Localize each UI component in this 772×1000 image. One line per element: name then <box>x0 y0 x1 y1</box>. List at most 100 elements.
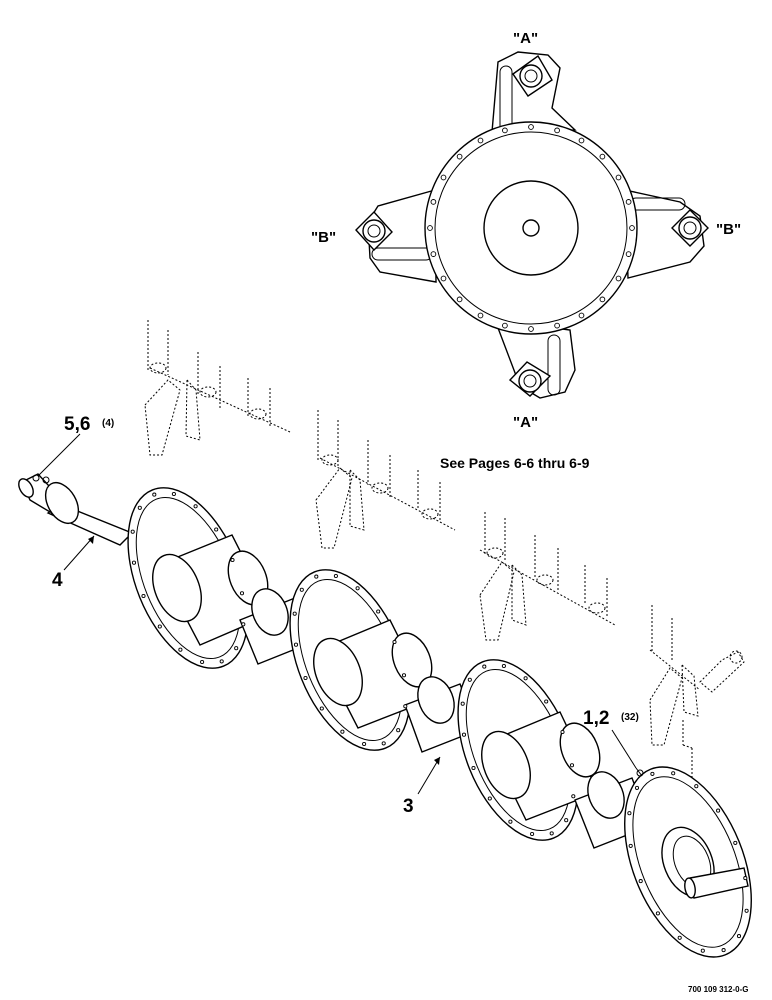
callout-5-6-qty: (4) <box>102 418 114 429</box>
view-label-b-left: "B" <box>311 229 336 246</box>
bolt-hole <box>427 225 433 231</box>
bolt-hole <box>214 527 219 532</box>
leader-4 <box>63 535 95 571</box>
bolt-hole <box>403 704 408 709</box>
bolt-hole <box>137 505 142 510</box>
bolt-hole <box>502 322 508 329</box>
bolt-hole <box>376 609 381 614</box>
bolt-hole <box>381 741 386 746</box>
bolt-hole <box>560 729 565 735</box>
bolt-hole <box>471 765 476 771</box>
bolt-hole <box>655 911 660 916</box>
view-label-a-bottom: "A" <box>513 414 538 431</box>
bolt-hole <box>599 153 606 160</box>
bolt-hole <box>362 741 367 747</box>
bolt-hole <box>694 784 699 789</box>
bolt-hole <box>508 819 513 824</box>
reel-tube-assembly <box>18 473 752 958</box>
bolt-hole <box>578 137 585 144</box>
bolt-hole <box>141 593 146 599</box>
bolt-hole <box>628 843 633 848</box>
bolt-hole <box>544 699 549 704</box>
bolt-hole <box>303 675 308 681</box>
bolt-hole <box>578 312 585 319</box>
tube-disc-bolt-holes <box>130 491 749 953</box>
bolt-hole <box>634 785 640 790</box>
bolt-hole <box>430 251 437 257</box>
bolt-hole <box>333 573 338 579</box>
bolt-hole <box>744 908 749 913</box>
end-disc-rim <box>434 131 628 325</box>
bolt-hole <box>482 664 487 669</box>
bolt-nut-5-6 <box>32 474 50 484</box>
bearing-bottom <box>508 361 552 397</box>
bolt-hole <box>392 639 397 645</box>
bolt-hole <box>467 677 472 682</box>
arm-slot <box>547 334 561 396</box>
bolt-hole <box>314 574 319 579</box>
bolt-hole <box>460 701 465 706</box>
bolt-hole <box>230 557 235 563</box>
callout-3: 3 <box>403 796 414 817</box>
bolt-hole <box>530 831 535 837</box>
bolt-hole <box>625 251 632 257</box>
bolt-hole <box>554 127 560 134</box>
bolt-hole <box>716 808 721 813</box>
bolt-hole <box>355 586 360 591</box>
bolt-hole <box>401 673 407 678</box>
bolt-hole <box>200 659 205 665</box>
bearing-top <box>512 54 553 97</box>
bolt-nut-1-2 <box>635 767 644 777</box>
bolt-hole <box>430 199 437 205</box>
bolt-hole <box>615 275 622 282</box>
bolt-hole <box>178 647 183 652</box>
bolt-hole <box>319 706 324 711</box>
tine-bar-assemblies <box>144 320 745 810</box>
bolt-hole <box>193 504 198 509</box>
bolt-hole <box>523 676 528 681</box>
tine-bar-4 <box>649 605 745 810</box>
callout-5-6: 5,6 <box>64 414 90 435</box>
bolt-hole <box>440 174 447 181</box>
bolt-hole <box>171 491 176 497</box>
bolt-hole <box>487 796 492 801</box>
bolt-hole <box>677 935 682 940</box>
bolt-hole <box>638 879 643 884</box>
bolt-hole <box>152 492 157 497</box>
bolt-hole <box>671 771 676 776</box>
bolt-hole <box>569 763 575 768</box>
spider-arm-right <box>624 189 705 279</box>
bolt-hole <box>700 948 705 953</box>
bolt-hole <box>615 174 622 181</box>
bolt-hole <box>629 225 635 231</box>
bolt-hole <box>721 948 726 953</box>
callout-4: 4 <box>52 570 63 591</box>
bolt-hole <box>299 587 304 592</box>
view-label-a-top: "A" <box>513 30 538 47</box>
bolt-hole <box>554 322 560 329</box>
bolt-hole <box>440 275 447 282</box>
spider-arm-left <box>367 189 437 283</box>
stub-shaft <box>18 473 134 546</box>
bolt-hole <box>157 624 162 629</box>
bolt-hole <box>456 153 463 160</box>
tine-bar-3 <box>479 512 616 641</box>
bolt-hole <box>396 728 401 733</box>
bolt-hole <box>501 663 506 669</box>
bolt-hole <box>477 312 484 319</box>
leader-3 <box>417 756 441 795</box>
bolt-hole <box>571 794 576 799</box>
bolt-hole <box>131 560 137 565</box>
bolt-hole <box>130 529 135 534</box>
leader-5-6 <box>37 433 81 477</box>
bolt-hole <box>461 732 467 737</box>
bearing-left <box>355 210 393 252</box>
drawing-number: 700 109 312-0-G <box>688 985 749 994</box>
bolt-hole <box>292 611 297 616</box>
bolt-hole <box>234 646 239 651</box>
bolt-hole <box>528 124 534 130</box>
end-view <box>355 51 709 399</box>
bolt-hole <box>733 840 738 845</box>
bolt-hole <box>456 296 463 303</box>
